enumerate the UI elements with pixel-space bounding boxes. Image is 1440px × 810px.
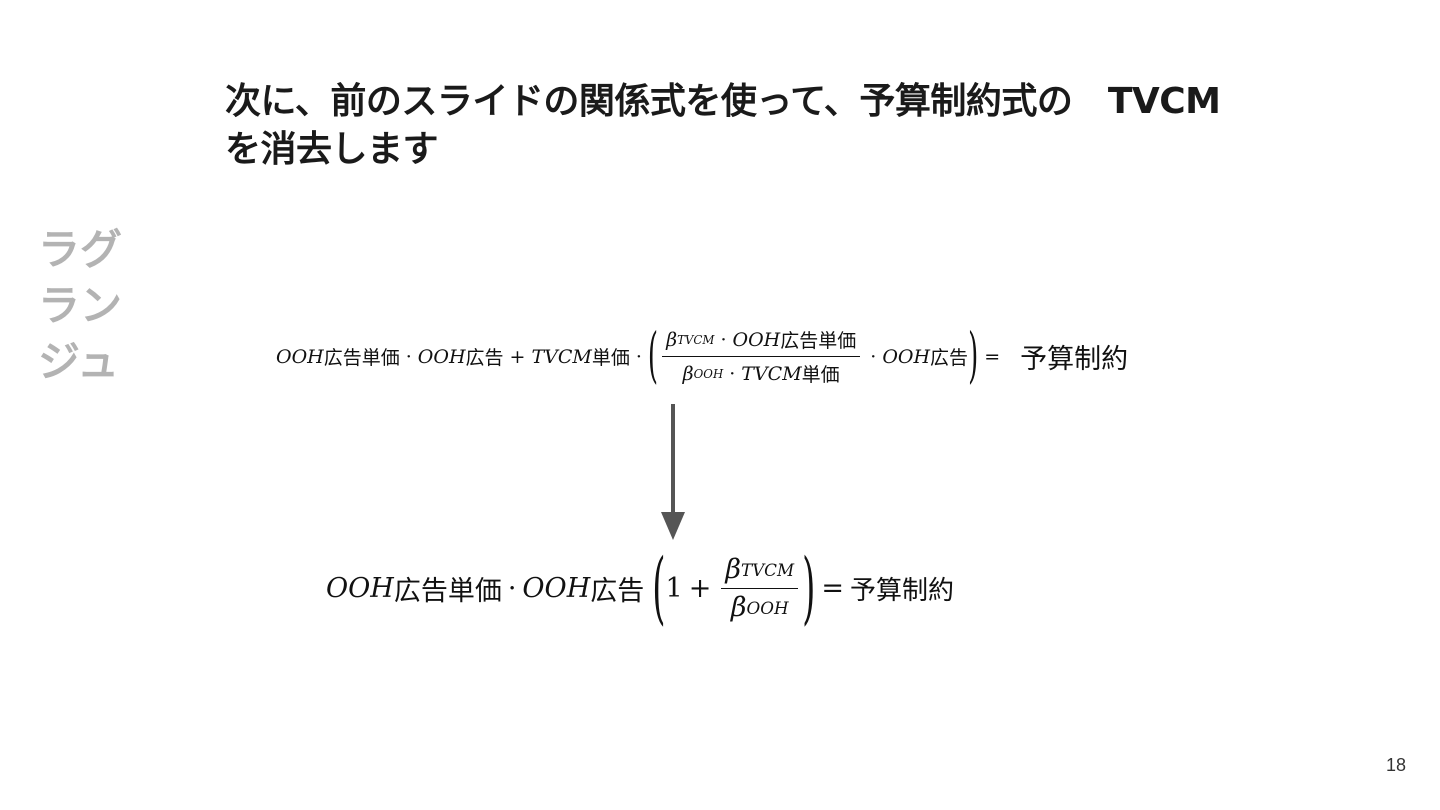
title-line-2: を消去します	[225, 129, 439, 170]
budget-constraint-label: 予算制約	[1020, 344, 1129, 375]
side-label-line-1: ラグ	[38, 225, 123, 274]
slide-title: 次に、前のスライドの関係式を使って、予算制約式の TVCM を消去します	[225, 78, 1305, 174]
down-arrow-icon	[661, 404, 685, 540]
fraction-bar	[662, 356, 861, 357]
right-paren: )	[968, 322, 979, 391]
side-label-line-2: ラン	[38, 281, 123, 330]
left-paren: (	[647, 322, 659, 391]
budget-constraint-label: 予算制約	[850, 576, 955, 606]
page-number: 18	[1385, 755, 1406, 775]
left-paren: (	[652, 542, 666, 635]
right-paren: )	[802, 542, 816, 635]
side-label: ラグ ラン ジュ	[38, 222, 138, 390]
fraction-bar	[721, 588, 799, 589]
side-label-line-3: ジュ	[38, 337, 120, 386]
title-line-1: 次に、前のスライドの関係式を使って、予算制約式の TVCM	[225, 81, 1221, 122]
